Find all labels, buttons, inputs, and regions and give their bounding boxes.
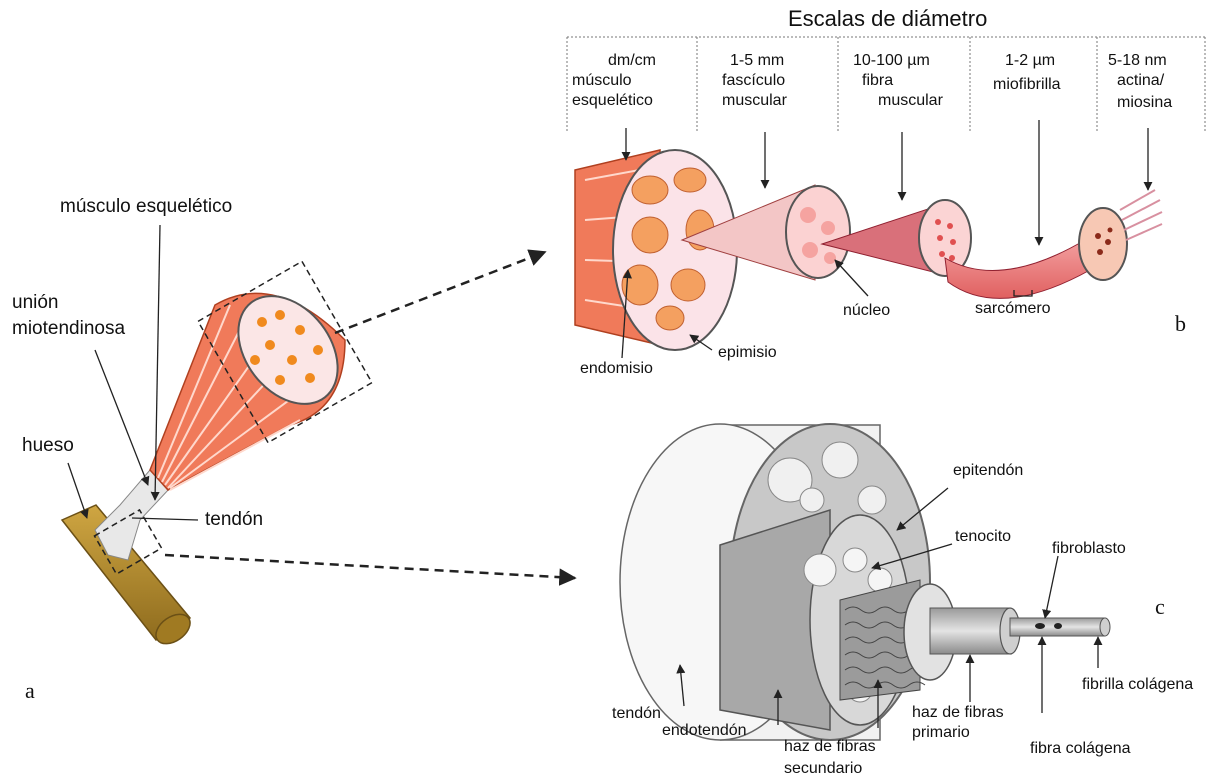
scale-muscle-name-2: esquelético [572,92,653,110]
label-myotendinous-junction-2: miotendinosa [12,318,125,340]
panel-letter-b: b [1175,315,1186,333]
collagen-fiber-cylinder [930,608,1010,654]
label-nucleus: núcleo [843,302,890,320]
label-tenocyte: tenocito [955,528,1011,546]
label-endomysium: endomisio [580,360,653,378]
fiber-section [919,200,971,276]
panel-letter-a: a [25,682,35,700]
label-secondary-bundle-2: secundario [784,760,862,778]
scale-fiber-size: 10-100 µm [853,52,930,70]
panel-a-muscle-illustration [62,225,575,650]
label-collagen-fiber: fibra colágena [1030,740,1131,758]
label-epimysium: epimisio [718,344,777,362]
scale-fiber-name-2: muscular [878,92,943,110]
label-collagen-fibril: fibrilla colágena [1082,676,1193,694]
arrow-to-panel-b [335,252,545,333]
tendon-shape [95,470,170,560]
scale-title: Escalas de diámetro [788,8,987,30]
myofibril-section [1079,208,1127,280]
label-tendon-c: tendón [612,705,661,723]
scale-muscle-size: dm/cm [568,52,696,70]
label-secondary-bundle-1: haz de fibras [784,738,876,756]
fascicle-section [786,186,850,278]
panel-c-tendon-illustration [620,424,1110,740]
scale-fascicle-size: 1-5 mm [730,52,784,70]
label-skeletal-muscle-a: músculo esquelético [60,196,232,218]
scale-actin-name-1: actina/ [1117,72,1164,90]
label-fibroblast: fibroblasto [1052,540,1126,558]
panel-letter-c: c [1155,598,1165,616]
label-sarcomere: sarcómero [975,300,1051,318]
scale-actin-name-2: miosina [1117,94,1172,112]
label-tendon-a: tendón [205,509,263,531]
label-myotendinous-junction-1: unión [12,292,59,314]
label-primary-bundle-1: haz de fibras [912,704,1004,722]
scale-myofibril-name: miofibrilla [993,76,1061,94]
scale-muscle-name-1: músculo [572,72,632,90]
scale-myofibril-size: 1-2 µm [1005,52,1055,70]
scale-fiber-name-1: fibra [862,72,893,90]
label-primary-bundle-2: primario [912,724,970,742]
label-endotendon: endotendón [662,722,747,740]
arrow-to-panel-c [165,555,575,578]
label-epitendon: epitendón [953,462,1023,480]
scale-fascicle-name-1: fascículo [722,72,785,90]
label-bone: hueso [22,435,74,457]
scale-fascicle-name-2: muscular [722,92,787,110]
scale-actin-size: 5-18 nm [1108,52,1167,70]
